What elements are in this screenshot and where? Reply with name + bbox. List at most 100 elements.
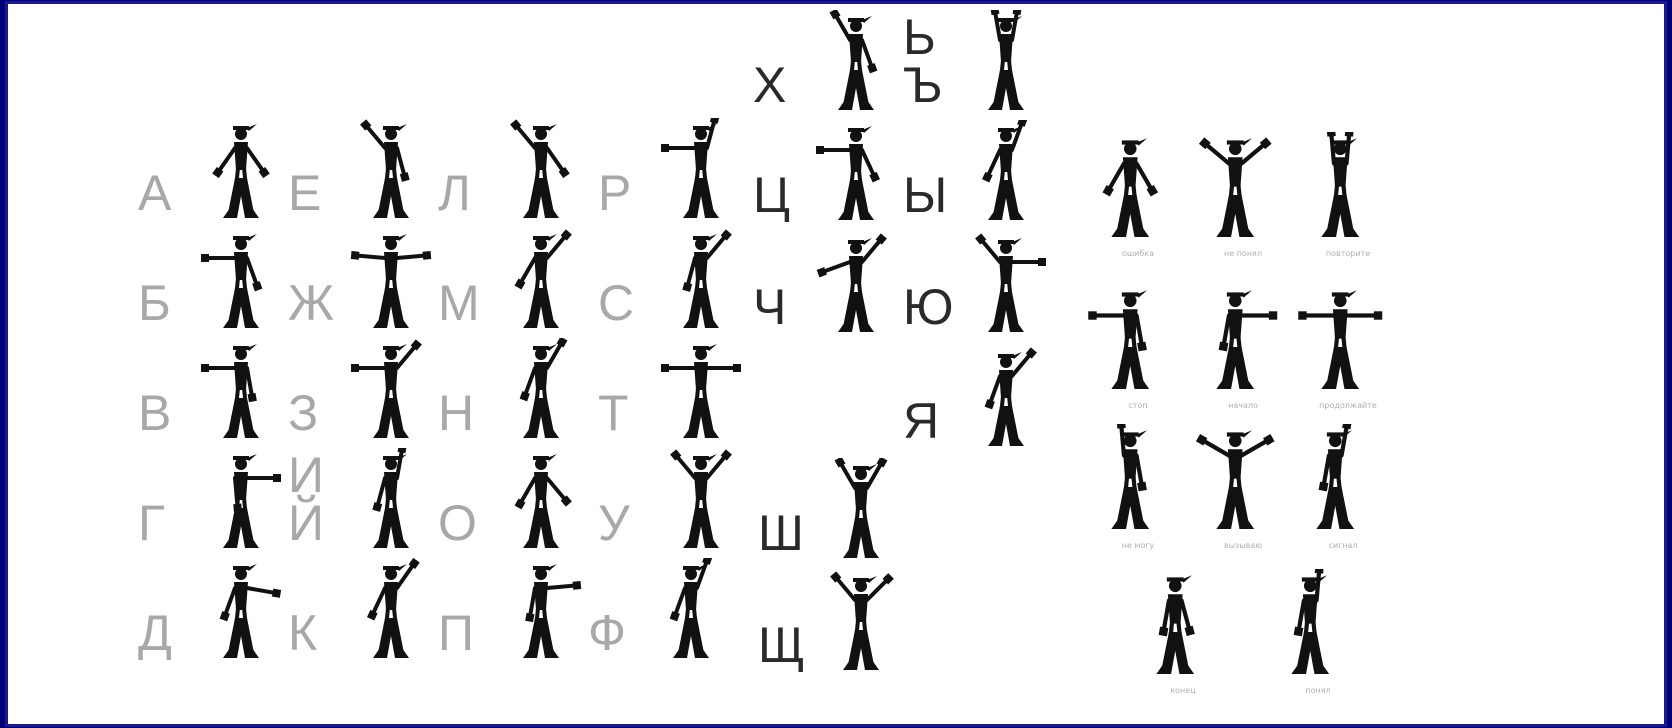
letter-label: Ф [588,608,626,658]
letter-te-cell: Т [598,332,768,452]
letter-label: Ж [288,278,334,328]
letter-ve-cell: В [138,332,308,452]
letter-u-cell: У [598,442,768,562]
letter-label: Н [438,388,474,438]
letter-label: С [598,278,634,328]
semaphore-figure-icon [196,118,286,228]
semaphore-figure-icon [811,120,901,230]
letter-ya-cell: Я [903,340,1073,460]
letter-a-cell: А [138,112,308,232]
letter-label: Ч [753,282,786,332]
semaphore-figure-icon [496,118,586,228]
letter-label: Б [138,278,171,328]
letter-label: Ы [903,170,947,220]
semaphore-figure-icon [496,448,586,558]
semaphore-figure-icon [1293,284,1403,394]
letter-label: Я [903,396,939,446]
semaphore-figure-icon [496,228,586,338]
semaphore-figure-icon [811,10,901,120]
letter-label: Д [138,608,172,658]
signal-caption: сигнал [1278,542,1408,551]
semaphore-figure-icon [196,338,286,448]
letter-label: К [288,608,317,658]
letter-label: Щ [758,620,805,670]
letter-o-cell: О [438,442,608,562]
semaphore-figure-icon [346,448,436,558]
letter-label: В [138,388,171,438]
semaphore-figure-icon [1083,132,1193,242]
signal-caption: повторите [1283,250,1413,259]
letter-soft-sign-cell: Ь Ъ [903,4,1073,124]
semaphore-figure-icon [656,228,746,338]
letter-label-alt: Ъ [903,60,943,110]
letter-label: И [288,450,324,500]
signal-caption: понял [1253,687,1383,696]
semaphore-figure-icon [961,10,1051,120]
letter-label: Ш [758,508,804,558]
letter-label: Р [598,168,631,218]
semaphore-figure-icon [656,338,746,448]
semaphore-figure-icon [1188,284,1298,394]
semaphore-figure-icon [1188,132,1298,242]
signal-caption: конец [1118,687,1248,696]
signal-signal: сигнал [1278,424,1408,574]
semaphore-figure-icon [196,228,286,338]
letter-label: Е [288,168,321,218]
letter-de-cell: Д [138,552,308,672]
letter-be-cell: Б [138,222,308,342]
signal-repeat: повторите [1283,132,1413,282]
semaphore-figure-icon [816,570,906,680]
letter-label: А [138,168,171,218]
letter-ge-cell: Г [138,442,308,562]
signal-caption: продолжайте [1283,402,1413,411]
letter-ka-cell: К [288,552,458,672]
letter-shcha-cell: Щ [758,564,928,684]
letter-es-cell: С [598,222,768,342]
letter-kha-cell: Х [753,4,923,124]
letter-yu-cell: Ю [903,226,1073,346]
letter-label: Т [598,388,629,438]
letter-ye-cell: Е [288,112,458,232]
letter-en-cell: Н [438,332,608,452]
letter-label: Ь [903,12,936,62]
letter-sha-cell: Ш [758,452,928,572]
semaphore-figure-icon [646,558,736,668]
semaphore-figure-icon [961,120,1051,230]
semaphore-figure-icon [1263,569,1373,679]
letter-label: М [438,278,480,328]
semaphore-figure-icon [1128,569,1238,679]
semaphore-figure-icon [811,232,901,342]
semaphore-figure-icon [346,118,436,228]
semaphore-figure-icon [1083,284,1193,394]
semaphore-figure-icon [496,558,586,668]
letter-label: О [438,498,477,548]
letter-label: Ю [903,282,954,332]
letter-label-alt: Й [288,498,324,548]
semaphore-chart: А Б В Г Д Е Ж З И Й К Л [8,4,1664,724]
letter-label: П [438,608,474,658]
letter-label: Г [138,498,165,548]
semaphore-figure-icon [656,118,746,228]
semaphore-figure-icon [196,448,286,558]
semaphore-figure-icon [816,458,906,568]
semaphore-figure-icon [496,338,586,448]
semaphore-figure-icon [346,228,436,338]
letter-ze-cell: З [288,332,458,452]
letter-yery-cell: Ы [903,114,1073,234]
letter-label: Ц [753,170,790,220]
signal-understood: понял [1253,569,1383,719]
letter-che-cell: Ч [753,226,923,346]
semaphore-figure-icon [961,232,1051,342]
semaphore-figure-icon [346,558,436,668]
letter-er-cell: Р [598,112,768,232]
letter-zhe-cell: Ж [288,222,458,342]
semaphore-figure-icon [656,448,746,558]
letter-tse-cell: Ц [753,114,923,234]
semaphore-figure-icon [961,346,1051,456]
semaphore-figure-icon [346,338,436,448]
signal-end: конец [1118,569,1248,719]
letter-label: Л [438,168,471,218]
letter-label: З [288,388,318,438]
letter-ef-cell: Ф [588,552,758,672]
semaphore-figure-icon [1083,424,1193,534]
